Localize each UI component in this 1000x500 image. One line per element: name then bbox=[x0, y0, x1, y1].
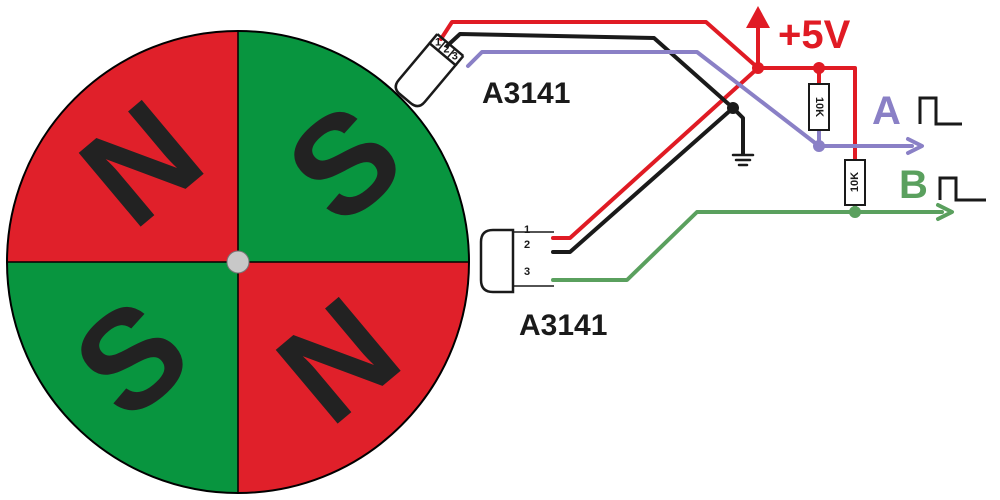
resistor-pullup-a: 10K bbox=[808, 83, 830, 131]
output-b-arrowhead bbox=[936, 203, 954, 221]
wire-output-a bbox=[466, 50, 914, 148]
wire-gnd-to-ground bbox=[731, 106, 745, 156]
magnet-disc: N S S N bbox=[6, 30, 470, 494]
output-a-label: A bbox=[872, 89, 901, 133]
resistor-value-label: 10K bbox=[849, 172, 861, 192]
output-b-label: B bbox=[899, 163, 928, 207]
sensor-body-top: 1 2 3 bbox=[394, 33, 465, 108]
ground-icon bbox=[731, 153, 755, 167]
wire-vcc-bottom-sensor bbox=[551, 66, 760, 240]
vcc-arrow-icon bbox=[746, 6, 770, 28]
hall-sensor-top: 1 2 3 A3141 bbox=[394, 33, 570, 110]
sensor-part-label: A3141 bbox=[519, 309, 607, 342]
wire-output-b bbox=[551, 210, 944, 282]
pole-quadrant-top-right bbox=[238, 31, 469, 262]
power-label: +5V bbox=[778, 13, 851, 57]
pole-quadrant-bottom-left bbox=[7, 262, 238, 493]
junction-gnd bbox=[727, 102, 739, 114]
junction-output-b bbox=[849, 206, 861, 218]
sensor-pin-number: 1 bbox=[435, 37, 441, 49]
junction-vcc-resistor bbox=[813, 62, 825, 74]
square-wave-icon bbox=[918, 96, 962, 126]
square-wave-icon bbox=[938, 176, 986, 202]
junction-output-a bbox=[813, 140, 825, 152]
junction-vcc bbox=[752, 62, 764, 74]
wiring bbox=[439, 20, 944, 282]
wire-vcc-to-resistors bbox=[756, 66, 857, 164]
pole-quadrant-top-left bbox=[7, 31, 238, 262]
sensor-pin-number: 3 bbox=[452, 51, 458, 63]
wire-gnd-bottom-sensor bbox=[551, 106, 735, 254]
resistor-value-label: 10K bbox=[813, 97, 825, 117]
hall-sensor-bottom: 1 2 3 A3141 bbox=[479, 224, 607, 342]
output-a-arrowhead bbox=[906, 137, 924, 155]
sensor-pin-number: 2 bbox=[443, 44, 449, 56]
sensor-part-label: A3141 bbox=[482, 77, 570, 110]
resistor-pullup-b: 10K bbox=[844, 159, 866, 206]
sensor-pin-number: 1 bbox=[524, 224, 530, 236]
sensor-pin-number: 2 bbox=[524, 239, 530, 251]
wire-vcc-top-sensor bbox=[439, 20, 760, 70]
disc-hub bbox=[226, 250, 250, 274]
pole-quadrant-bottom-right bbox=[238, 262, 469, 493]
sensor-pin-number: 3 bbox=[524, 266, 530, 278]
wire-gnd-top-sensor bbox=[445, 32, 735, 110]
sensor-body-bottom bbox=[479, 228, 515, 294]
